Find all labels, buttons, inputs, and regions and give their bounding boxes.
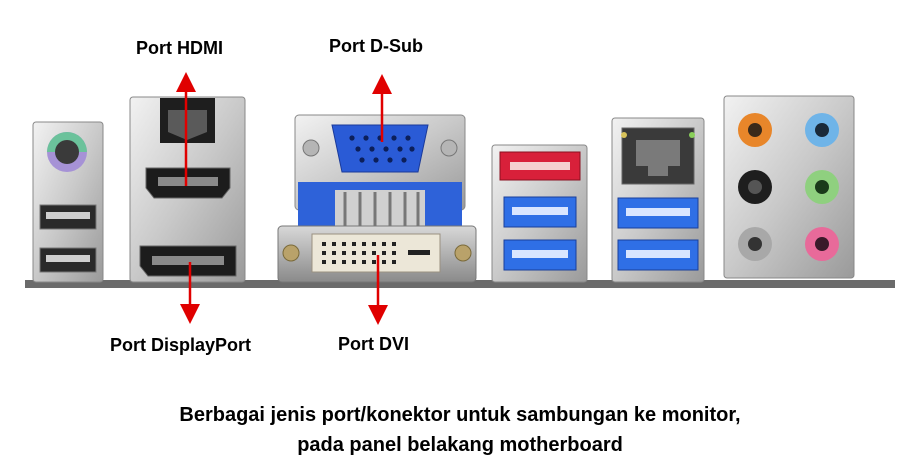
panel-edge bbox=[25, 280, 895, 288]
ps2-usb-stack bbox=[32, 121, 104, 283]
label-port-dsub: Port D-Sub bbox=[329, 36, 423, 56]
lan-usb3-stack bbox=[611, 117, 705, 283]
label-port-dvi: Port DVI bbox=[338, 334, 410, 354]
esata-usb3-stack bbox=[491, 144, 588, 283]
label-port-displayport: Port DisplayPort bbox=[110, 335, 252, 355]
audio-jack-stack bbox=[723, 95, 855, 279]
label-port-hdmi: Port HDMI bbox=[136, 38, 223, 58]
hdmi-displayport-stack bbox=[129, 96, 246, 283]
caption: Berbagai jenis port/konektor untuk sambu… bbox=[0, 400, 920, 460]
vga-dvi-stack bbox=[277, 114, 477, 283]
caption-line-1: Berbagai jenis port/konektor untuk sambu… bbox=[179, 404, 741, 426]
caption-line-2: pada panel belakang motherboard bbox=[297, 434, 623, 456]
